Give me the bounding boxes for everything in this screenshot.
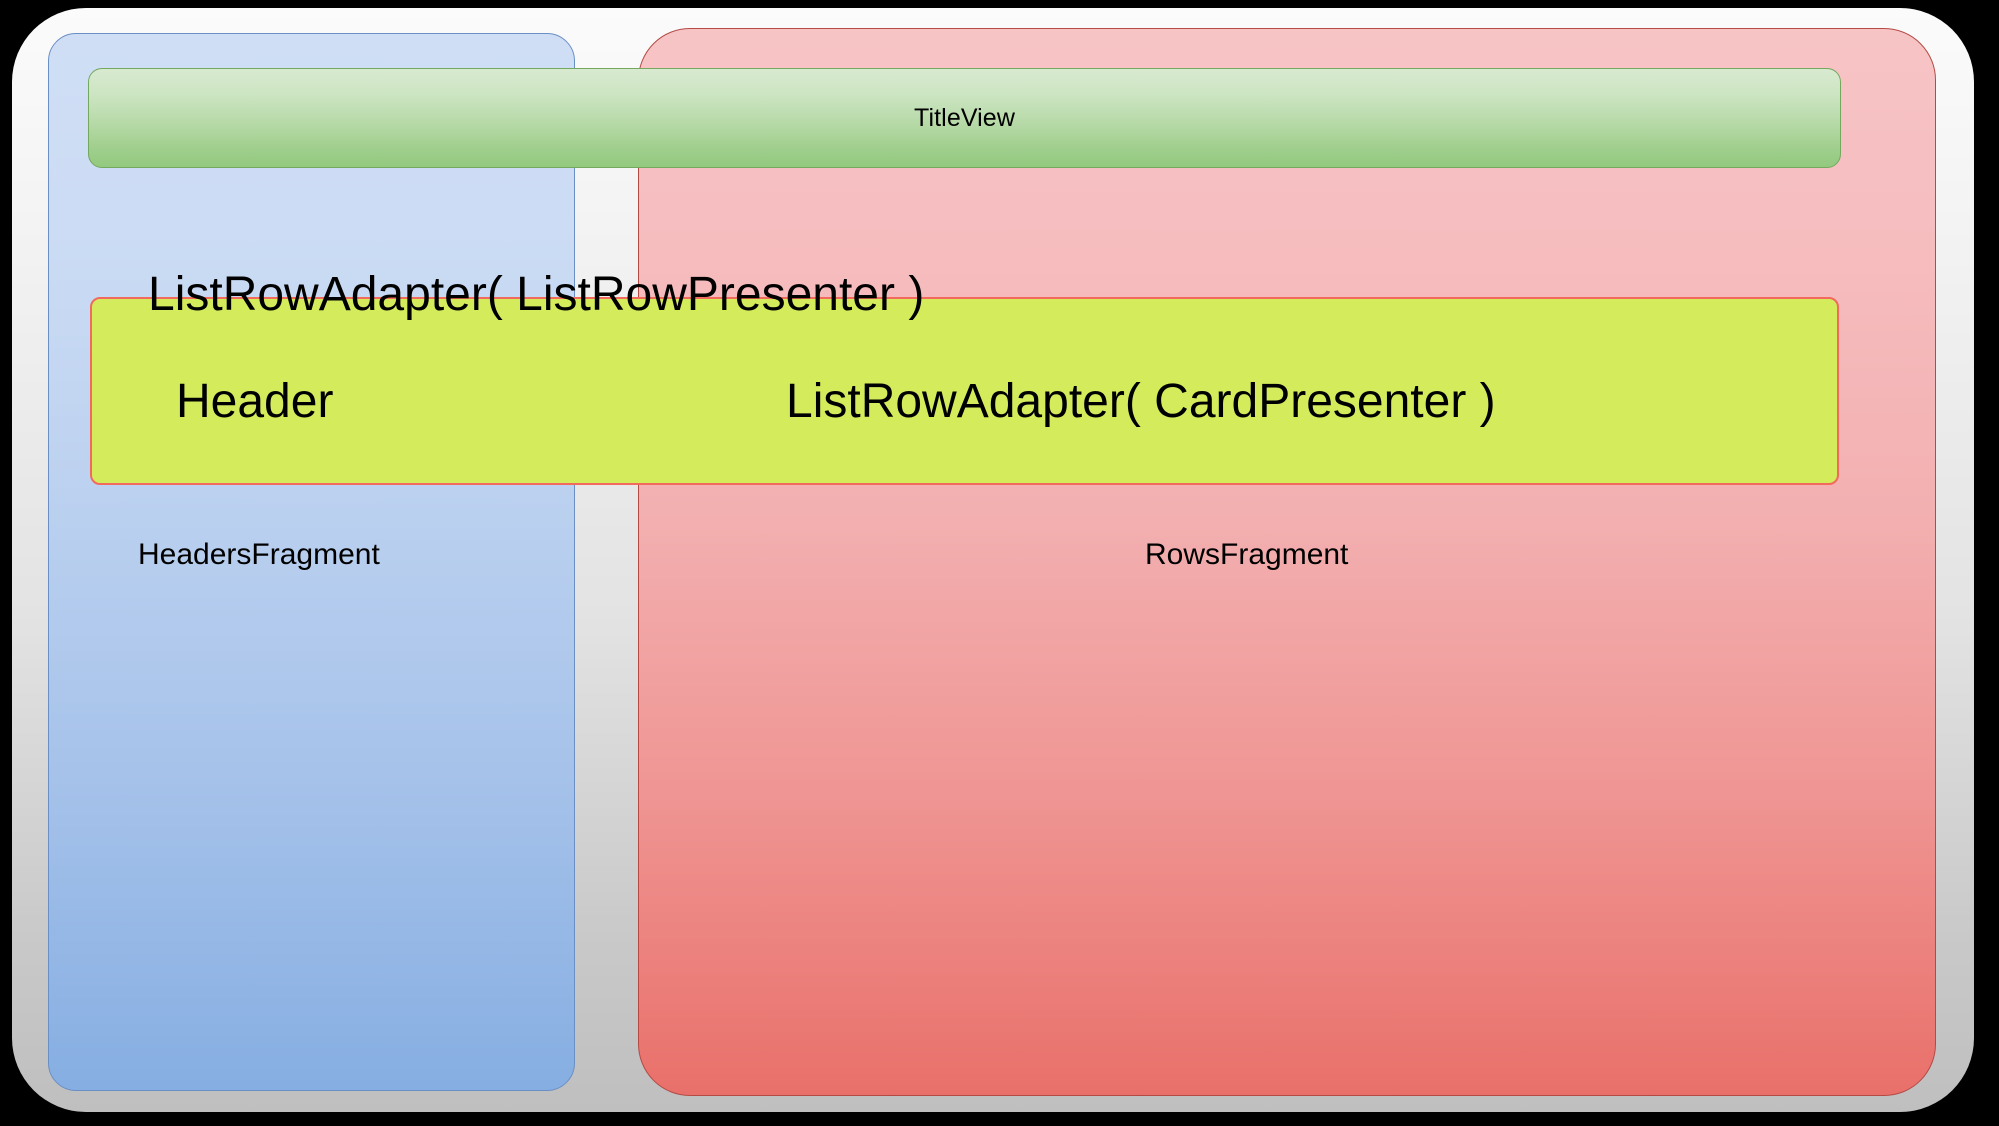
title-view-bar: TitleView bbox=[88, 68, 1841, 168]
rows-fragment-panel bbox=[638, 28, 1936, 1096]
header-label: Header bbox=[176, 375, 334, 428]
headers-fragment-panel bbox=[48, 33, 575, 1091]
rows-fragment-label: RowsFragment bbox=[1145, 538, 1349, 571]
card-presenter-label: ListRowAdapter( CardPresenter ) bbox=[786, 375, 1496, 428]
list-row-presenter-label: ListRowAdapter( ListRowPresenter ) bbox=[148, 268, 925, 321]
list-row-adapter-box bbox=[90, 297, 1839, 485]
headers-fragment-label: HeadersFragment bbox=[138, 538, 380, 571]
title-view-label: TitleView bbox=[914, 103, 1015, 132]
